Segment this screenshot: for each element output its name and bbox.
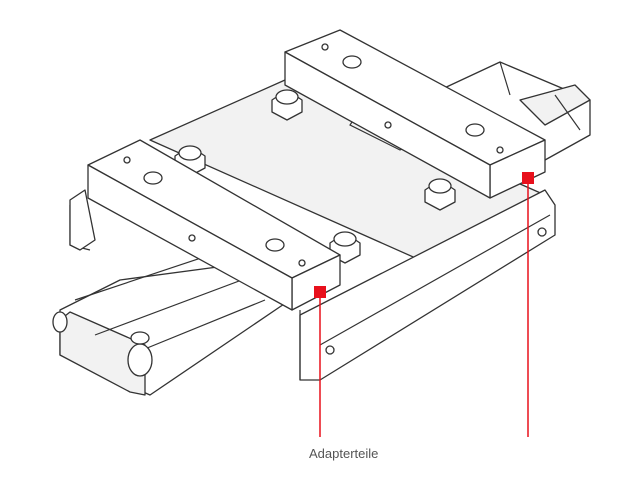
screw-hole [537, 227, 547, 237]
marker [314, 286, 326, 298]
callout-adapter-rear [522, 172, 534, 437]
adapter-block-front [87, 139, 341, 311]
adapter-block-rear [284, 29, 546, 199]
hex-bolt [424, 178, 456, 211]
guide-rail-front [52, 244, 291, 396]
marker [522, 172, 534, 184]
callout-adapterteile [314, 286, 326, 437]
callout-label: Adapterteile [309, 446, 379, 461]
hex-bolt [271, 89, 303, 121]
screw-hole [325, 345, 335, 355]
